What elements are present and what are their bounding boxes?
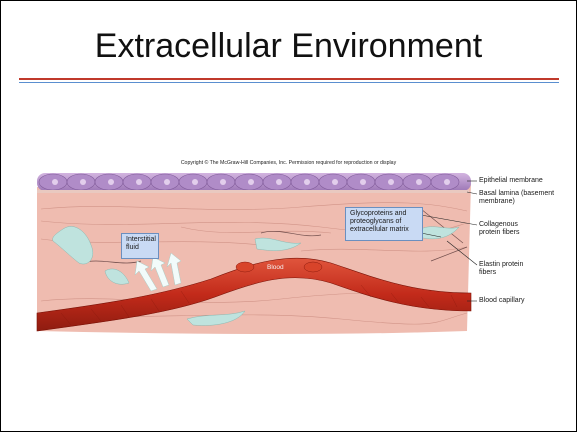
label-basal-lamina: Basal lamina (basement membrane) — [479, 190, 575, 205]
label-blood-capillary: Blood capillary — [479, 297, 569, 305]
epithelial-cells — [37, 173, 471, 193]
label-elastin-fibers: Elastin protein fibers — [479, 261, 539, 276]
basal-lamina — [37, 190, 469, 193]
callout-interstitial-fluid: Interstitial fluid — [121, 233, 159, 259]
blood-label: Blood — [267, 264, 284, 271]
label-collagenous-fibers: Collagenous protein fibers — [479, 221, 539, 236]
callout-glycoproteins: Glycoproteins and proteoglycans of extra… — [345, 207, 423, 241]
label-epithelial-membrane: Epithelial membrane — [479, 177, 543, 185]
